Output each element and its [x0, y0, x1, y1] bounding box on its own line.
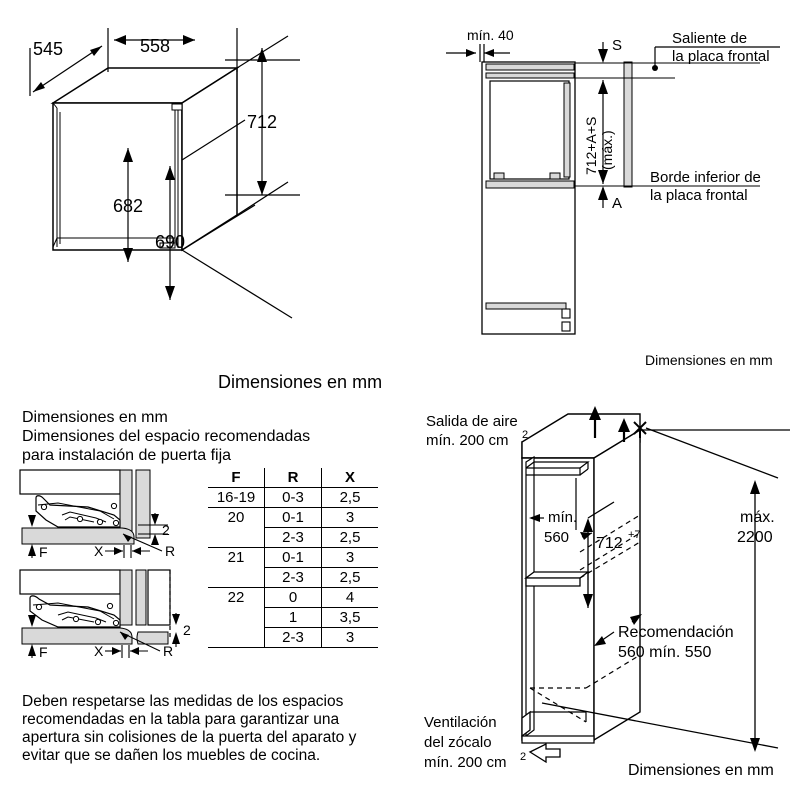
table-cell-r: 2-3 — [264, 527, 322, 548]
label-r-upper: R — [165, 543, 175, 559]
callout-borde-1: Borde inferior de — [650, 169, 761, 186]
label-min-560-2: 560 — [544, 529, 569, 546]
label-x-upper: X — [94, 543, 104, 559]
table-cell-x: 2,5 — [321, 567, 378, 588]
label-recommendation-1: Recomendación — [618, 624, 734, 641]
panel-top-right: mín. 40 S 712+A — [446, 27, 780, 335]
table-cell-f — [208, 607, 265, 628]
label-plinth-vent-2: del zócalo — [424, 734, 492, 751]
table-cell-f: 16-19 — [208, 487, 265, 508]
table-cell-x: 2,5 — [321, 487, 378, 508]
heading-line-2: Dimensiones del espacio recomendadas — [22, 428, 311, 445]
label-air-outlet-2: mín. 200 cm — [426, 432, 509, 449]
heading-line-1: Dimensiones en mm — [22, 409, 168, 426]
callout-borde-2: la placa frontal — [650, 187, 748, 204]
label-x-lower: X — [94, 643, 104, 659]
dim-690: 690 — [155, 232, 185, 252]
table-cell-r: 0-1 — [264, 547, 322, 568]
table-cell-r: 0-1 — [264, 507, 322, 528]
hinge-diagram-upper: F 2 X R — [19, 469, 175, 560]
table-cell-r: 0-3 — [264, 487, 322, 508]
label-a: A — [612, 195, 622, 212]
label-air-outlet-1: Salida de aire — [426, 413, 518, 430]
label-2-upper: 2 — [162, 522, 170, 538]
table-cell-f: 20 — [208, 507, 265, 528]
table-cell-x: 3 — [321, 627, 378, 648]
dim-682: 682 — [113, 196, 143, 216]
table-cell-x: 4 — [321, 587, 378, 608]
table-cell-x: 3 — [321, 547, 378, 568]
warning-paragraph: Deben respetarse las medidas de los espa… — [22, 693, 377, 765]
label-max-2200-1: máx. — [740, 509, 775, 526]
footer-note-bottom-right: Dimensiones en mm — [628, 762, 774, 780]
table-cell-f — [208, 567, 265, 588]
table-col-x: X — [321, 468, 378, 488]
label-recommendation-2: 560 mín. 550 — [618, 644, 712, 661]
label-air-outlet-sup: 2 — [522, 429, 528, 441]
bottom-left-headings: Dimensiones en mm Dimensiones del espaci… — [22, 408, 310, 465]
table-cell-f: 21 — [208, 547, 265, 568]
label-min-560-1: mín. — [548, 509, 577, 526]
panel-top-left: 545 558 712 682 690 — [29, 28, 300, 319]
hinge-diagram-lower: F 2 X R — [19, 569, 191, 660]
center-note-text: Dimensiones en mm — [218, 372, 383, 392]
dim-712: 712 — [247, 112, 277, 132]
table-cell-r: 2-3 — [264, 567, 322, 588]
label-712: 712 — [596, 535, 623, 552]
table-cell-x: 3 — [321, 507, 378, 528]
table-col-f: F — [208, 468, 265, 488]
label-plinth-vent-sup: 2 — [520, 751, 526, 763]
panel-hinge-diagrams: F 2 X R — [19, 469, 191, 660]
warning-text: Deben respetarse las medidas de los espa… — [22, 693, 357, 764]
label-height-formula-2: (máx.) — [599, 130, 615, 170]
dim-545: 545 — [33, 39, 63, 59]
footer-note-bottom-text: Dimensiones en mm — [628, 762, 774, 779]
label-2-lower: 2 — [183, 622, 191, 638]
label-s: S — [612, 37, 622, 54]
table-cell-f: 22 — [208, 587, 265, 608]
label-height-formula-1: 712+A+S — [583, 117, 599, 175]
label-min-40: mín. 40 — [467, 27, 514, 43]
table-cell-f — [208, 627, 265, 648]
label-f-upper: F — [39, 544, 48, 560]
footer-note-text: Dimensiones en mm — [645, 352, 773, 368]
label-plinth-vent-1: Ventilación — [424, 714, 497, 731]
table-cell-x: 3,5 — [321, 607, 378, 628]
table-cell-x: 2,5 — [321, 527, 378, 548]
heading-line-3: para instalación de puerta fija — [22, 447, 232, 464]
label-712-sup: +7 — [628, 529, 641, 541]
center-note: Dimensiones en mm — [218, 372, 382, 393]
table-cell-r: 1 — [264, 607, 322, 628]
table-cell-r: 2-3 — [264, 627, 322, 648]
table-header-row: F R X — [208, 468, 378, 488]
table-cell-f — [208, 527, 265, 548]
dim-558: 558 — [140, 36, 170, 56]
panel-bottom-right: Salida de aire mín. 200 cm 2 — [424, 406, 790, 771]
label-r-lower: R — [163, 643, 173, 659]
footer-note-top-right: Dimensiones en mm — [645, 352, 773, 368]
callout-saliente-1: Saliente de — [672, 30, 747, 47]
label-plinth-vent-3: mín. 200 cm — [424, 754, 507, 771]
label-f-lower: F — [39, 644, 48, 660]
table-cell-r: 0 — [264, 587, 322, 608]
table-col-r: R — [264, 468, 322, 488]
callout-saliente-2: la placa frontal — [672, 48, 770, 65]
